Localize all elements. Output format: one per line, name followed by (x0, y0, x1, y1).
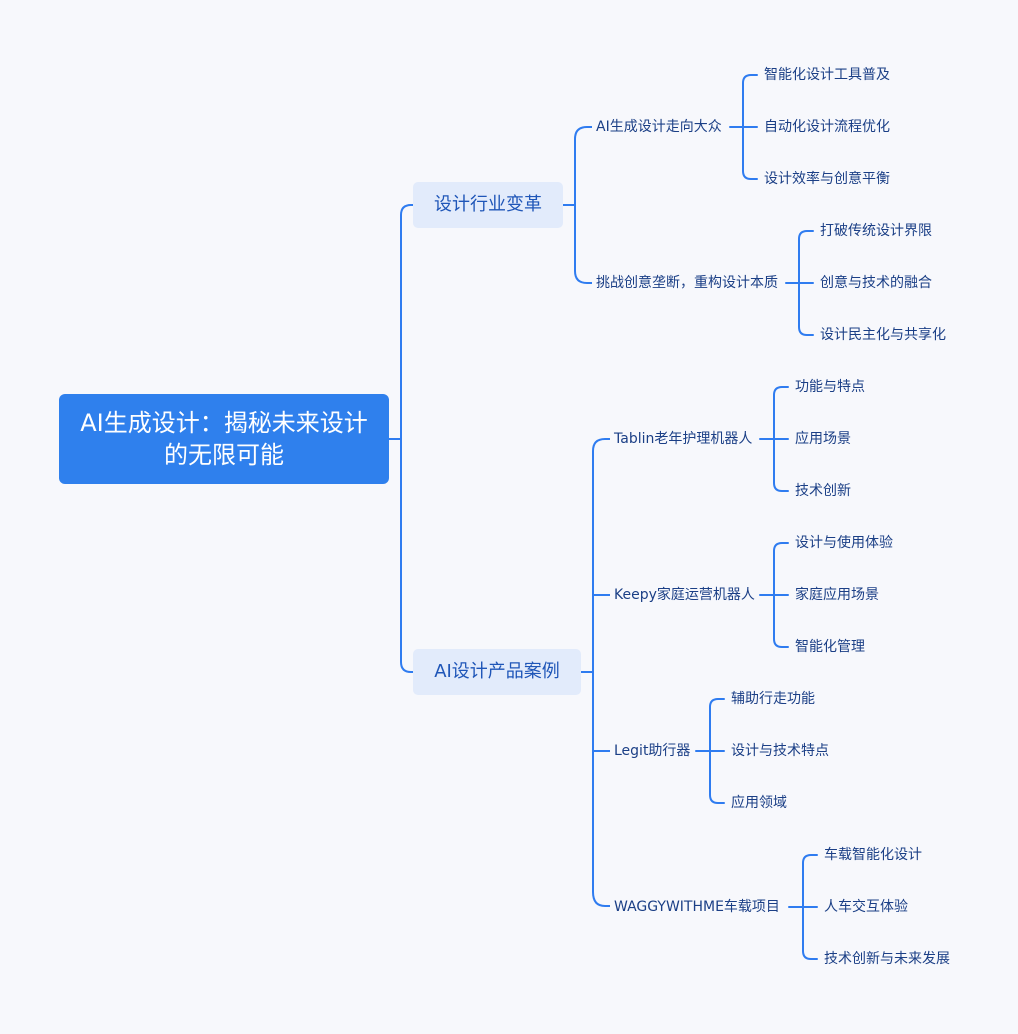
leaf-efficiency-creativity-balance[interactable]: 设计效率与创意平衡 (760, 168, 894, 190)
topic-challenge-creative-monopoly[interactable]: 挑战创意垄断，重构设计本质 (592, 272, 782, 294)
connector-root-branches (388, 204, 414, 673)
leaf-creativity-tech-fusion[interactable]: 创意与技术的融合 (816, 272, 936, 294)
topic-waggywithme[interactable]: WAGGYWITHME车载项目 (610, 896, 784, 918)
connector-l2-1 (729, 74, 758, 180)
topic-legit-walker[interactable]: Legit助行器 (610, 740, 695, 762)
connector-l2-2 (785, 230, 814, 336)
leaf-legit-design-tech[interactable]: 设计与技术特点 (727, 740, 833, 762)
topic-keepy-robot[interactable]: Keepy家庭运营机器人 (610, 584, 759, 606)
leaf-keepy-home-scenarios[interactable]: 家庭应用场景 (791, 584, 883, 606)
leaf-keepy-smart-management[interactable]: 智能化管理 (791, 636, 869, 658)
leaf-waggy-future[interactable]: 技术创新与未来发展 (820, 948, 954, 970)
leaf-keepy-experience[interactable]: 设计与使用体验 (791, 532, 897, 554)
connector-l2-4 (759, 542, 789, 648)
leaf-waggy-interaction[interactable]: 人车交互体验 (820, 896, 912, 918)
leaf-design-democratization[interactable]: 设计民主化与共享化 (816, 324, 950, 346)
connector-l2-3 (759, 386, 789, 492)
connector-l2-5 (695, 698, 725, 804)
leaf-break-boundaries[interactable]: 打破传统设计界限 (816, 220, 936, 242)
topic-tablin-robot[interactable]: Tablin老年护理机器人 (610, 428, 757, 450)
branch-ai-design-cases[interactable]: AI设计产品案例 (413, 649, 581, 695)
leaf-tablin-scenarios[interactable]: 应用场景 (791, 428, 855, 450)
leaf-waggy-vehicle-design[interactable]: 车载智能化设计 (820, 844, 926, 866)
root-node[interactable]: AI生成设计：揭秘未来设计的无限可能 (59, 394, 389, 484)
leaf-tablin-innovation[interactable]: 技术创新 (791, 480, 855, 502)
leaf-tablin-features[interactable]: 功能与特点 (791, 376, 869, 398)
connector-l2-6 (788, 854, 818, 960)
leaf-legit-walking-aid[interactable]: 辅助行走功能 (727, 688, 819, 710)
branch-design-industry-change[interactable]: 设计行业变革 (413, 182, 563, 228)
leaf-smart-tools-popularization[interactable]: 智能化设计工具普及 (760, 64, 894, 86)
connector-branch2 (580, 438, 611, 907)
leaf-legit-applications[interactable]: 应用领域 (727, 792, 791, 814)
connector-branch1 (562, 126, 593, 284)
topic-ai-design-mainstream[interactable]: AI生成设计走向大众 (592, 116, 726, 138)
leaf-automation-workflow[interactable]: 自动化设计流程优化 (760, 116, 894, 138)
